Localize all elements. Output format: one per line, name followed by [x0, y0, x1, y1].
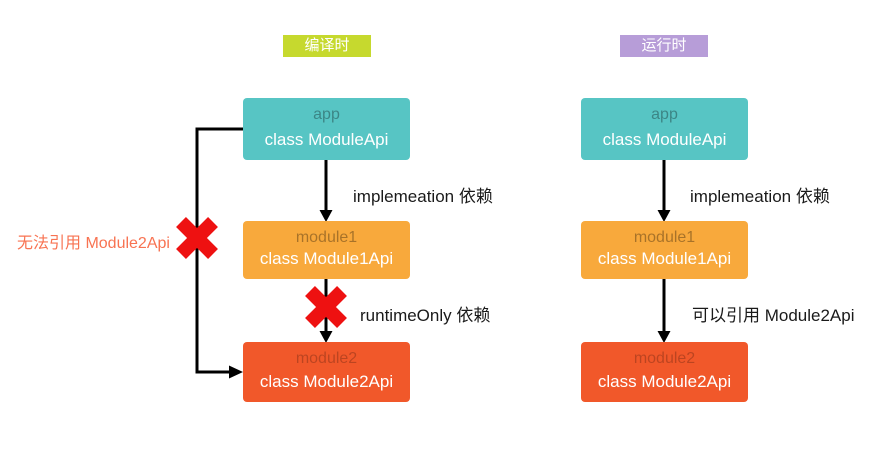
arrow-app-module1-right — [657, 160, 671, 222]
box-subtitle: class Module1Api — [259, 249, 394, 268]
tag-compile-time: 编译时 — [283, 35, 371, 57]
label-implementation-dependency-left: implemeation 依赖 — [353, 187, 493, 206]
box-title: module1 — [633, 229, 696, 246]
arrow-app-module1-left — [319, 160, 333, 222]
box-module1-compile: module1 class Module1Api — [243, 221, 410, 279]
cross-icon — [176, 217, 218, 259]
label-implementation-dependency-right: implemeation 依赖 — [690, 187, 830, 206]
box-subtitle: class Module2Api — [597, 372, 732, 391]
box-module2-runtime: module2 class Module2Api — [581, 342, 748, 402]
box-title: app — [313, 106, 340, 123]
box-title: module2 — [295, 350, 358, 367]
box-module2-compile: module2 class Module2Api — [243, 342, 410, 402]
box-title: app — [651, 106, 678, 123]
box-subtitle: class Module2Api — [259, 372, 394, 391]
box-title: module1 — [295, 229, 358, 246]
tag-run-time: 运行时 — [620, 35, 708, 57]
box-app-compile: app class ModuleApi — [243, 98, 410, 160]
box-subtitle: class ModuleApi — [602, 130, 727, 149]
arrow-module1-module2-right — [657, 279, 671, 343]
label-can-reference-module2api: 可以引用 Module2Api — [692, 306, 855, 325]
box-title: module2 — [633, 350, 696, 367]
box-module1-runtime: module1 class Module1Api — [581, 221, 748, 279]
cross-icon — [305, 286, 347, 328]
note-cannot-reference-module2api: 无法引用 Module2Api — [17, 235, 170, 252]
label-runtimeonly-dependency: runtimeOnly 依赖 — [360, 306, 491, 325]
box-subtitle: class Module1Api — [597, 249, 732, 268]
box-subtitle: class ModuleApi — [264, 130, 389, 149]
box-app-runtime: app class ModuleApi — [581, 98, 748, 160]
arrow-app-module2-branch — [195, 127, 243, 379]
